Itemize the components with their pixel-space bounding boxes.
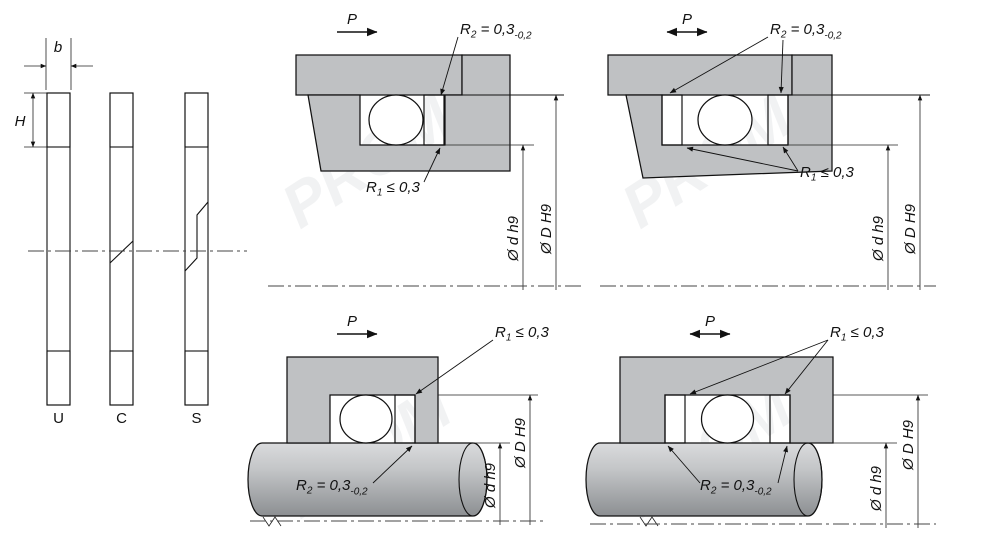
ring-c-label: C xyxy=(116,410,127,427)
break-mark xyxy=(639,516,659,527)
dim-d-label: Ø d h9 xyxy=(870,215,887,262)
dim-d-label: Ø d h9 xyxy=(482,462,499,509)
dimension-D-H9: Ø D H9 xyxy=(902,94,923,290)
diagram-piston-double-acting: P R2 = 0,3-0,2 R1 ≤ 0,3 Ø d h9 Ø D H9 xyxy=(600,11,936,290)
dim-d-label: Ø d h9 xyxy=(505,215,522,262)
ring-u-label: U xyxy=(53,410,64,427)
callout-r2: R2 = 0,3-0,2 xyxy=(669,21,842,94)
callout-r1: R1 ≤ 0,3 xyxy=(686,146,854,184)
pressure-arrow: P xyxy=(666,11,708,37)
o-ring-section xyxy=(697,94,753,146)
r1-callout-label: R1 ≤ 0,3 xyxy=(830,324,884,344)
backup-ring-left-hatch xyxy=(661,94,683,146)
dim-D-label: Ø D H9 xyxy=(538,203,555,255)
dim-h-label: H xyxy=(15,113,26,130)
ring-cross-sections-panel: b H U C S xyxy=(15,38,247,427)
dimension-d-h9: Ø d h9 xyxy=(473,442,510,525)
break-mark xyxy=(262,516,282,527)
r1-callout-label: R1 ≤ 0,3 xyxy=(366,179,420,199)
pressure-arrow: P xyxy=(689,313,731,339)
ring-u-profile xyxy=(46,92,71,406)
dimension-D-H9: Ø D H9 xyxy=(538,94,559,290)
backup-ring-hatch xyxy=(423,94,445,146)
callout-r1: R1 ≤ 0,3 xyxy=(366,147,441,199)
r2-callout-label: R2 = 0,3-0,2 xyxy=(296,477,368,498)
r2-callout-label: R2 = 0,3-0,2 xyxy=(700,477,772,498)
pressure-label: P xyxy=(347,11,357,28)
dimension-b: b xyxy=(24,38,93,90)
diagram-piston-single-acting: P R2 = 0,3-0,2 R1 ≤ 0,3 Ø d h9 Ø D H9 xyxy=(268,11,582,290)
o-ring-section xyxy=(339,394,393,444)
rod-section xyxy=(247,442,488,517)
dimension-d-h9: Ø d h9 xyxy=(788,144,898,290)
backup-ring-left-hatch xyxy=(664,394,686,444)
pressure-arrow: P xyxy=(337,11,378,37)
dim-D-label: Ø D H9 xyxy=(902,203,919,255)
backup-ring-right-hatch xyxy=(769,394,791,444)
callout-r1: R1 ≤ 0,3 xyxy=(415,324,549,395)
r1-callout-label: R1 ≤ 0,3 xyxy=(495,324,549,344)
dimension-d-h9: Ø d h9 xyxy=(808,442,897,528)
r1-callout-label: R1 ≤ 0,3 xyxy=(800,164,854,184)
dimension-d-h9: Ø d h9 xyxy=(445,144,534,290)
o-ring-section xyxy=(700,394,755,444)
callout-r2: R2 = 0,3-0,2 xyxy=(440,21,532,96)
dim-b-label: b xyxy=(54,39,62,56)
callout-r1: R1 ≤ 0,3 xyxy=(689,324,884,395)
r2-callout-label: R2 = 0,3-0,2 xyxy=(770,21,842,42)
pressure-label: P xyxy=(347,313,357,330)
pressure-label: P xyxy=(682,11,692,28)
r2-callout-label: R2 = 0,3-0,2 xyxy=(460,21,532,42)
dim-D-label: Ø D H9 xyxy=(512,417,529,469)
step-cut-line xyxy=(184,201,209,272)
pressure-arrow: P xyxy=(337,313,378,339)
dimension-D-H9: Ø D H9 xyxy=(833,394,928,528)
dimension-h: H xyxy=(15,92,47,148)
backup-ring-hatch xyxy=(394,394,416,444)
ring-c-profile xyxy=(109,92,134,406)
diagram-rod-double-acting: P R1 ≤ 0,3 R2 = 0,3-0,2 Ø d h9 Ø D H9 xyxy=(585,313,936,528)
dim-d-label: Ø d h9 xyxy=(868,465,885,512)
ring-s-label: S xyxy=(191,410,201,427)
callout-r2: R2 = 0,3-0,2 xyxy=(296,445,413,498)
cover-section xyxy=(607,54,793,96)
backup-ring-left xyxy=(661,94,683,146)
angled-cut-line xyxy=(109,240,134,264)
callout-r2: R2 = 0,3-0,2 xyxy=(667,445,789,498)
diagram-rod-single-acting: P R1 ≤ 0,3 R2 = 0,3-0,2 Ø d h9 Ø D H9 xyxy=(247,313,549,527)
ring-s-profile xyxy=(184,92,209,406)
dimension-D-H9: Ø D H9 xyxy=(438,394,538,525)
backup-ring-right-hatch xyxy=(767,94,789,146)
cover-section xyxy=(295,54,463,96)
dim-D-label: Ø D H9 xyxy=(900,419,917,471)
pressure-label: P xyxy=(705,313,715,330)
o-ring-section xyxy=(368,94,424,146)
